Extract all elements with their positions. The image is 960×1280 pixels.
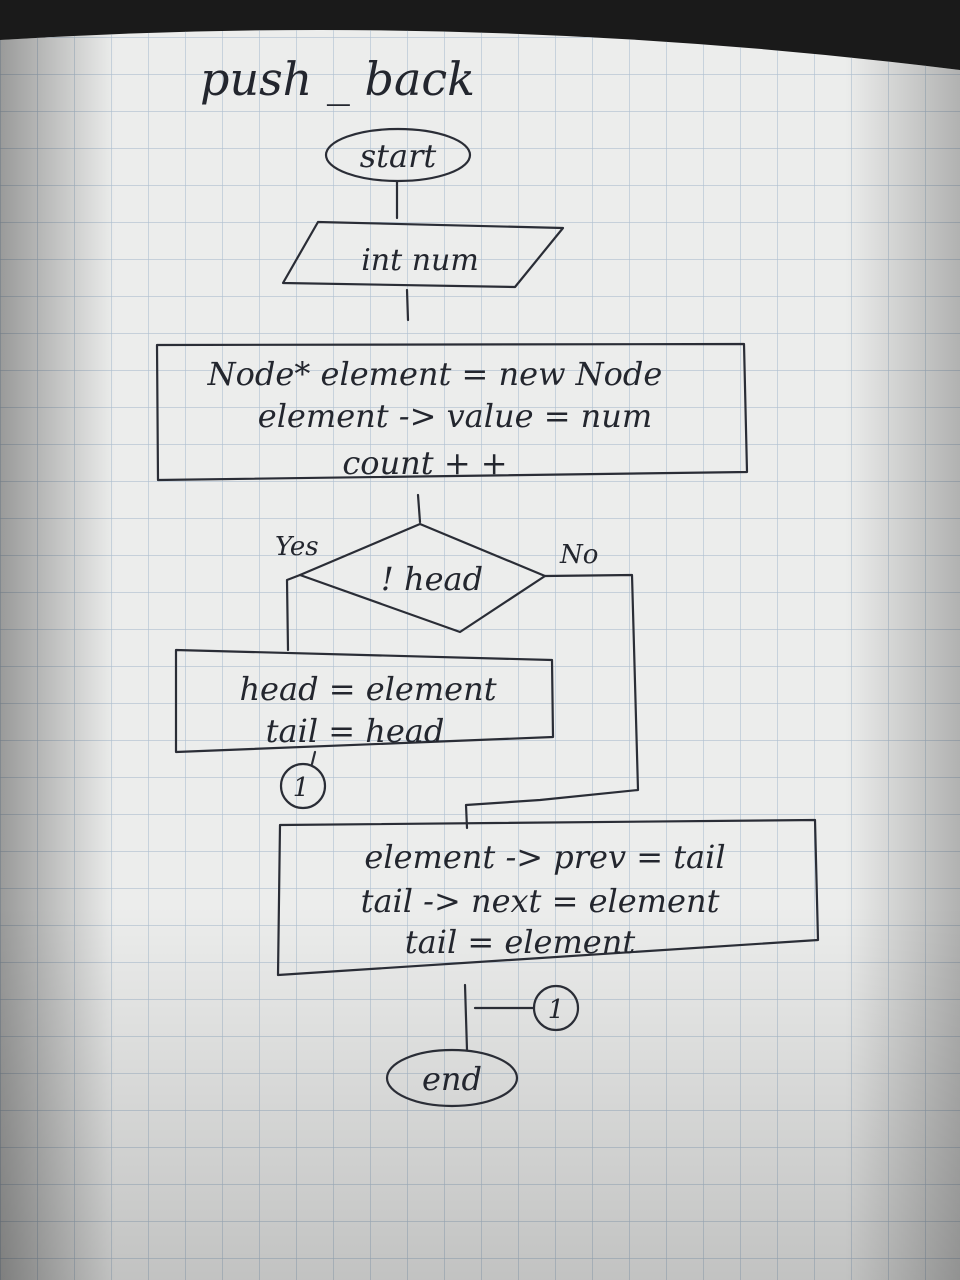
process2-line2: tail = head — [266, 712, 445, 750]
process1-line2: element -> value = num — [258, 397, 652, 435]
yes-branch-line — [285, 573, 302, 652]
end-label: end — [422, 1060, 482, 1098]
arrow-process3-end — [463, 983, 469, 1052]
end-terminal — [385, 1048, 519, 1108]
process3-line2: tail -> next = element — [361, 882, 720, 920]
start-label: start — [360, 137, 437, 175]
process2-box — [174, 648, 555, 754]
arrow-process1-decision — [416, 493, 422, 524]
input-parallelogram — [281, 220, 565, 289]
process2-line1: head = element — [239, 670, 496, 708]
input-label: int num — [361, 243, 479, 278]
process3-line1: element -> prev = tail — [364, 838, 725, 876]
decision-label: ! head — [381, 560, 483, 598]
process3-box — [276, 818, 820, 977]
connector-b-label: 1 — [548, 995, 565, 1025]
no-label: No — [559, 540, 598, 570]
process3-line3: tail = element — [405, 923, 636, 961]
process1-line3: count + + — [342, 444, 507, 482]
no-branch-line — [464, 573, 640, 830]
process1-line1: Node* element = new Node — [207, 355, 663, 393]
connector-a — [279, 762, 327, 810]
connector-a-label: 1 — [293, 773, 310, 803]
yes-label: Yes — [275, 532, 319, 562]
page-shading-bottom — [0, 30, 960, 1280]
process1-box — [155, 342, 749, 482]
decision-diamond — [298, 522, 547, 634]
arrow-input-process1 — [405, 288, 410, 322]
connector-b — [532, 984, 580, 1032]
arrow-process2-connector — [310, 750, 317, 766]
diagram-title: push _ back — [200, 52, 475, 106]
start-terminal — [324, 127, 472, 183]
